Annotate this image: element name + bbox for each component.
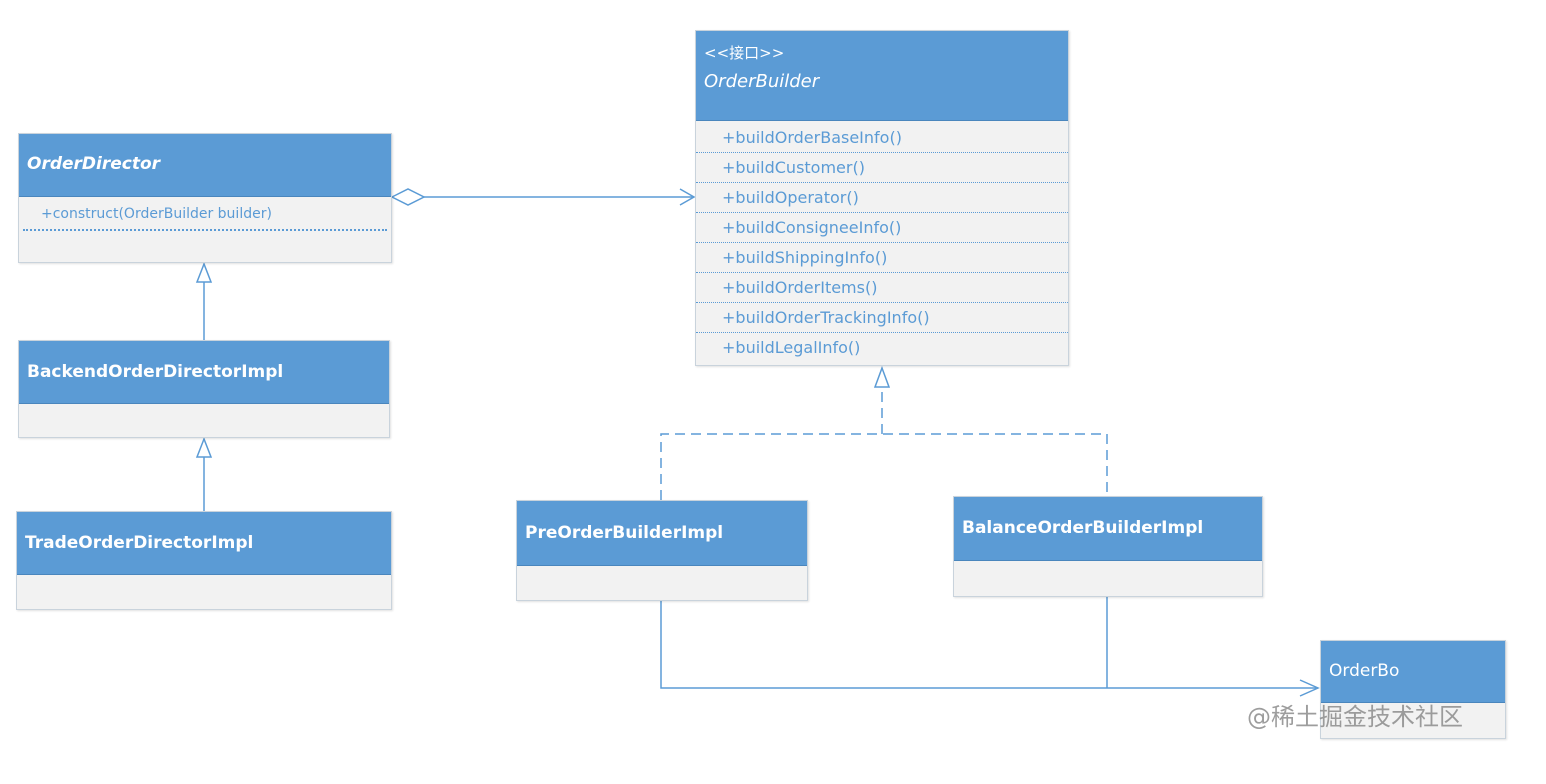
order-director-header: OrderDirector	[19, 134, 391, 197]
backend-order-director-header: BackendOrderDirectorImpl	[19, 341, 389, 404]
inheritance-edge-trade	[195, 436, 213, 511]
order-builder-methods: +buildOrderBaseInfo()+buildCustomer()+bu…	[696, 121, 1068, 363]
inheritance-edge-backend	[195, 261, 213, 340]
order-builder-method: +buildOperator()	[696, 183, 1068, 213]
balance-order-builder-header: BalanceOrderBuilderImpl	[954, 497, 1262, 561]
order-builder-method: +buildOrderBaseInfo()	[696, 123, 1068, 153]
trade-order-director-header: TradeOrderDirectorImpl	[17, 512, 391, 575]
watermark-text: @稀土掘金技术社区	[1247, 703, 1463, 731]
pre-order-builder-header: PreOrderBuilderImpl	[517, 501, 807, 566]
order-builder-method: +buildLegalInfo()	[722, 338, 861, 357]
order-builder-method: +buildShippingInfo()	[696, 243, 1068, 273]
balance-order-builder-class[interactable]: BalanceOrderBuilderImpl	[953, 496, 1263, 597]
realization-edge	[660, 365, 1108, 500]
order-builder-method: +buildConsigneeInfo()	[696, 213, 1068, 243]
order-builder-class[interactable]: <<接口>> OrderBuilder +buildOrderBaseInfo(…	[695, 30, 1069, 366]
order-director-method: +construct(OrderBuilder builder)	[23, 197, 387, 231]
trade-order-director-class[interactable]: TradeOrderDirectorImpl	[16, 511, 392, 610]
order-builder-method: +buildCustomer()	[696, 153, 1068, 183]
pre-order-builder-class[interactable]: PreOrderBuilderImpl	[516, 500, 808, 601]
order-builder-stereotype: <<接口>>	[704, 44, 785, 62]
order-builder-name: OrderBuilder	[704, 71, 820, 92]
order-director-class[interactable]: OrderDirector +construct(OrderBuilder bu…	[18, 133, 392, 263]
aggregation-edge	[390, 188, 696, 206]
order-builder-method: +buildOrderTrackingInfo()	[696, 303, 1068, 333]
order-builder-method: +buildOrderItems()	[696, 273, 1068, 303]
dependency-edge	[660, 597, 1320, 697]
backend-order-director-class[interactable]: BackendOrderDirectorImpl	[18, 340, 390, 438]
order-bo-class[interactable]: OrderBo	[1320, 640, 1506, 739]
order-builder-header: <<接口>> OrderBuilder	[696, 31, 1068, 121]
order-bo-header: OrderBo	[1321, 641, 1505, 703]
